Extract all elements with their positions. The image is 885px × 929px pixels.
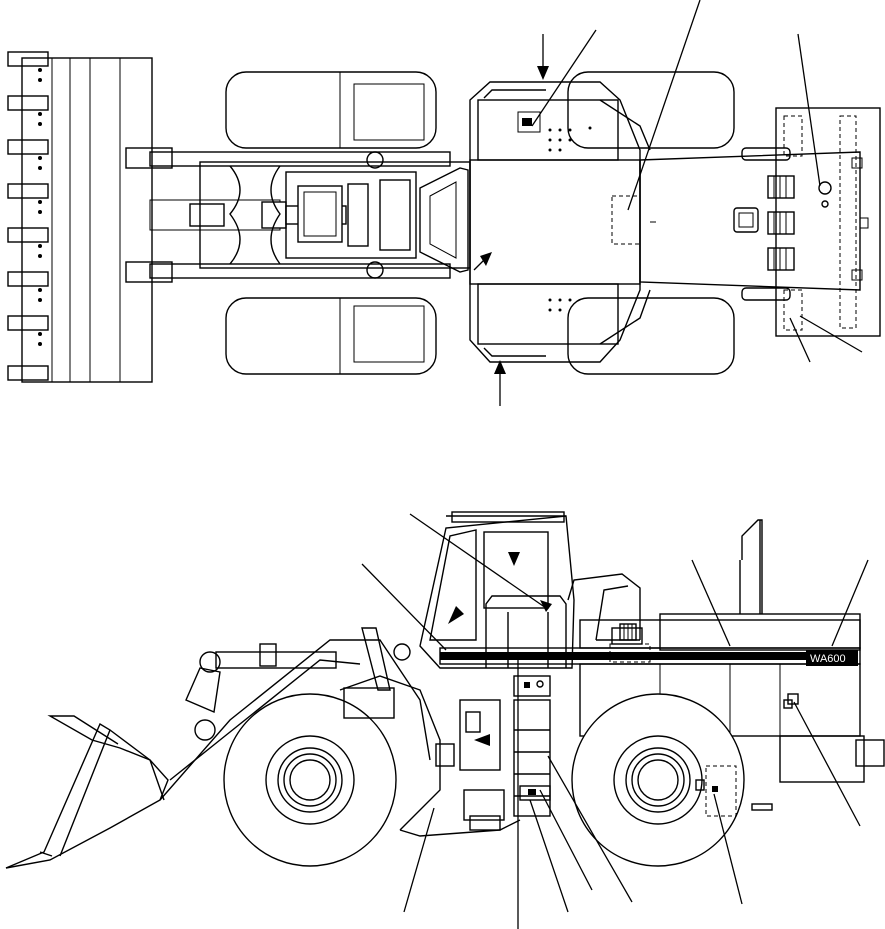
top-cab-area [469,81,651,363]
top-grilles [767,175,795,271]
side-arrow-cab [508,552,520,566]
side-arrow-rail [540,600,552,612]
top-engine-hood [639,107,881,337]
top-arrow-diag [480,252,492,266]
top-front-frame [199,151,471,279]
top-arrow-down [537,66,549,80]
side-arrow-front [448,606,464,624]
side-bucket [5,715,169,869]
top-leader-lines [473,0,863,406]
top-front-tires [225,71,437,375]
model-badge: WA600 [810,653,846,665]
side-front-tire [223,693,397,867]
side-body: WA600 [439,519,861,666]
side-boom [159,627,431,801]
side-front-frame [339,675,521,837]
side-leader-lines [361,513,869,929]
top-bucket [7,51,173,383]
side-rear-tire [571,693,745,867]
side-cab [419,511,575,669]
side-arrow-left [474,734,490,746]
side-ladder [485,573,641,817]
top-arrow-up [494,360,506,374]
top-rear-tires [567,71,735,375]
top-view [7,0,881,406]
side-view: WA600 [5,511,885,929]
model-badge-bg [806,650,858,666]
top-articulation [419,167,469,273]
